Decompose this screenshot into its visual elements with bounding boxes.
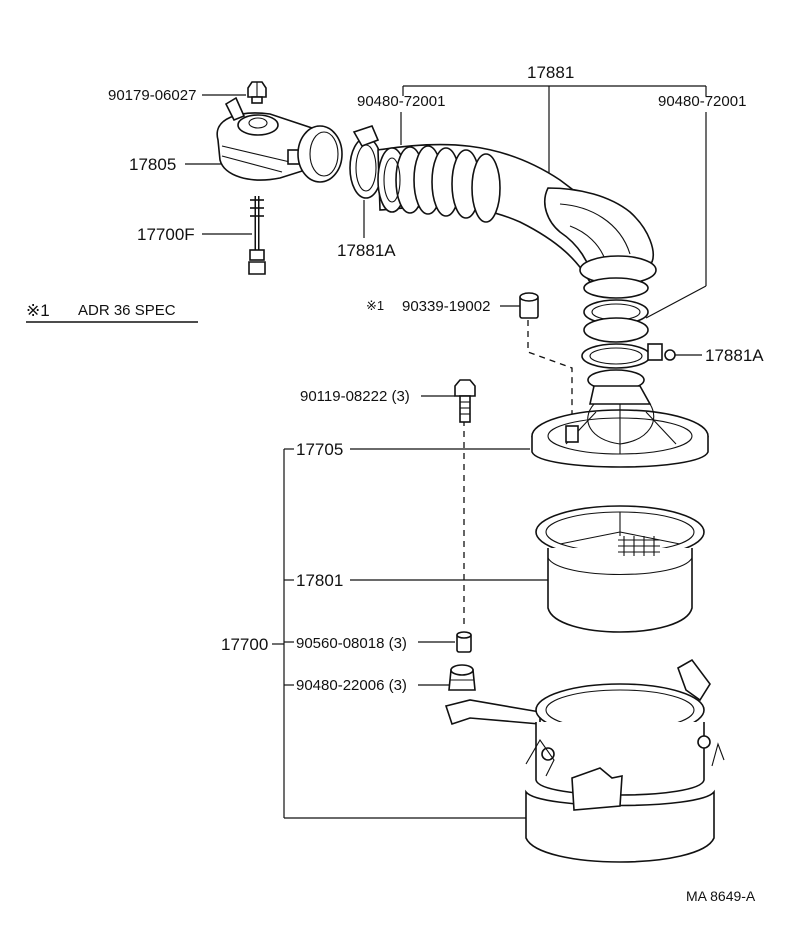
label-90480-72001-left: 90480-72001: [357, 93, 445, 110]
label-17705: 17705: [296, 440, 343, 459]
bolt-90179-06027: [247, 81, 267, 104]
air-cleaner-case: [444, 658, 725, 863]
stud-17700F: [248, 196, 266, 275]
label-90480-22006: 90480-22006 (3): [296, 677, 407, 694]
spec-mark: ※1: [26, 301, 50, 320]
label-17881A-top: 17881A: [337, 241, 396, 260]
collar-90339-19002: [519, 292, 539, 319]
spec-text: ADR 36 SPEC: [78, 302, 176, 319]
hose-clamp-17881A-top: [349, 125, 383, 199]
label-90179-06027: 90179-06027: [108, 87, 196, 104]
label-17700: 17700: [221, 635, 268, 654]
alignment-dashes: [463, 320, 573, 628]
label-17700F: 17700F: [137, 225, 195, 244]
label-17805: 17805: [129, 155, 176, 174]
collar-90560-08018: [456, 631, 472, 653]
leader-lines: [185, 85, 707, 819]
label-17801: 17801: [296, 571, 343, 590]
filter-mesh: [618, 536, 660, 556]
filter-element-17801: [535, 505, 705, 633]
label-17881: 17881: [527, 63, 574, 82]
label-90119-08222: 90119-08222 (3): [300, 388, 410, 405]
label-90339-19002: 90339-19002: [402, 298, 490, 315]
label-90560-08018: 90560-08018 (3): [296, 635, 407, 652]
air-hose-17881: [377, 143, 657, 299]
bolt-90119-08222: [454, 379, 476, 423]
hose-clamp-lower: [581, 299, 676, 391]
intake-connector-17805: [216, 96, 343, 183]
spec-mark-small: ※1: [366, 298, 384, 313]
reference-code: MA 8649-A: [686, 888, 756, 904]
grommet-90480-22006: [448, 664, 476, 691]
label-17881A-right: 17881A: [705, 346, 764, 365]
air-cleaner-cap-17705: [531, 385, 709, 468]
label-90480-72001-right: 90480-72001: [658, 93, 746, 110]
